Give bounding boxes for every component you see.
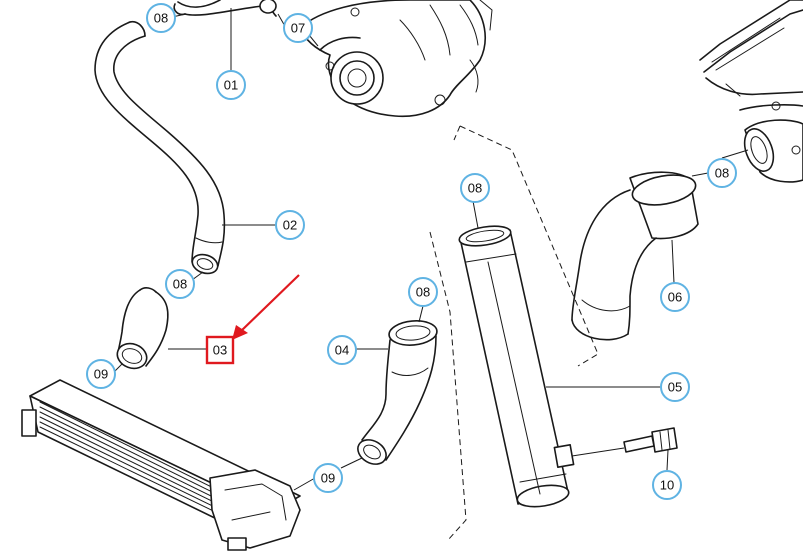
pipe-05-outline: [453, 125, 599, 367]
intake-manifold-drawing: [699, 0, 803, 183]
callout-10[interactable]: 10: [652, 470, 682, 500]
hose-06-drawing: [571, 171, 699, 341]
pipe-05-drawing: [458, 225, 575, 508]
callout-04[interactable]: 04: [327, 335, 357, 365]
sensor-10-drawing: [623, 427, 678, 453]
callout-label: 07: [291, 21, 305, 36]
callout-label: 08: [468, 181, 482, 196]
highlight-arrow: [232, 274, 300, 340]
callout-label: 04: [335, 343, 349, 358]
callout-label: 08: [416, 285, 430, 300]
hose-04-drawing: [357, 320, 438, 465]
callout-03-highlighted[interactable]: 03: [205, 335, 235, 365]
callout-08-hose-04[interactable]: 08: [408, 277, 438, 307]
callout-label: 01: [224, 78, 238, 93]
hose-03-drawing: [116, 287, 169, 370]
callout-09-left[interactable]: 09: [86, 359, 116, 389]
callout-02[interactable]: 02: [275, 210, 305, 240]
callout-09-bottom[interactable]: 09: [313, 463, 343, 493]
callout-label: 05: [668, 380, 682, 395]
callout-06[interactable]: 06: [660, 282, 690, 312]
callout-label: 09: [94, 367, 108, 382]
callout-08-pipe-05[interactable]: 08: [460, 173, 490, 203]
callout-08-top-left[interactable]: 08: [146, 3, 176, 33]
callout-label: 03: [213, 343, 227, 358]
intercooler-drawing: [21, 379, 301, 551]
callout-05[interactable]: 05: [660, 372, 690, 402]
hose-02-drawing: [94, 20, 226, 275]
callout-07[interactable]: 07: [283, 13, 313, 43]
callout-08-hose-02[interactable]: 08: [165, 269, 195, 299]
turbocharger-drawing: [267, 0, 493, 118]
callout-label: 09: [321, 471, 335, 486]
callout-label: 08: [154, 11, 168, 26]
leader-lines: [113, 8, 749, 491]
callout-label: 06: [668, 290, 682, 305]
callout-08-right[interactable]: 08: [707, 158, 737, 188]
callout-01[interactable]: 01: [216, 70, 246, 100]
hose-04-outline: [429, 231, 467, 541]
callout-label: 10: [660, 478, 674, 493]
callout-label: 08: [715, 166, 729, 181]
callout-label: 02: [283, 218, 297, 233]
hose-01-drawing: [173, 0, 277, 16]
callout-label: 08: [173, 277, 187, 292]
